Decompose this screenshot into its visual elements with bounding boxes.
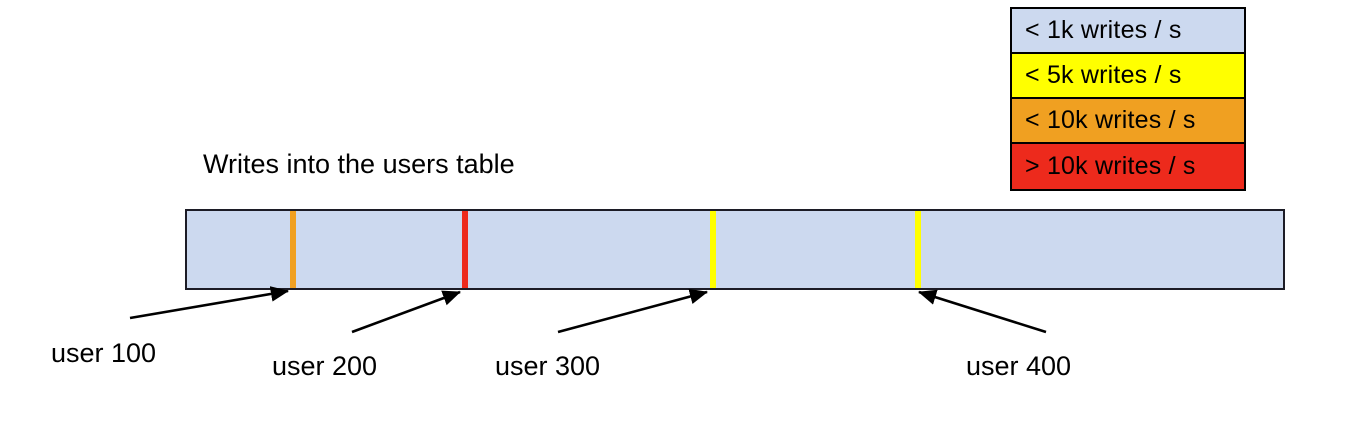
legend-label-10k-over: > 10k writes / s <box>1025 152 1196 180</box>
chart-title: Writes into the users table <box>203 149 515 179</box>
legend-label-1k: < 1k writes / s <box>1025 16 1182 44</box>
callout-arrow-user-100 <box>129 286 290 320</box>
bar-marker-user-200 <box>462 211 468 288</box>
legend-row-10k-under: < 10k writes / s <box>1012 99 1244 144</box>
legend-label-5k: < 5k writes / s <box>1025 61 1182 89</box>
legend-row-1k: < 1k writes / s <box>1012 9 1244 54</box>
callout-arrow-user-400 <box>918 289 1047 334</box>
bar-marker-user-300 <box>710 211 716 288</box>
legend-label-10k-under: < 10k writes / s <box>1025 106 1196 134</box>
callout-arrow-user-200 <box>351 290 461 334</box>
legend: < 1k writes / s < 5k writes / s < 10k wr… <box>1010 7 1246 191</box>
callout-arrow-user-300 <box>557 288 709 334</box>
callout-label-user-400: user 400 <box>966 351 1072 381</box>
legend-row-10k-over: > 10k writes / s <box>1012 144 1244 189</box>
callout-label-user-200: user 200 <box>272 351 378 381</box>
bar-marker-user-400 <box>915 211 921 288</box>
bar-marker-user-100 <box>290 211 296 288</box>
callout-label-user-100: user 100 <box>51 338 157 368</box>
callout-label-user-300: user 300 <box>495 351 601 381</box>
legend-row-5k: < 5k writes / s <box>1012 54 1244 99</box>
users-table-bar <box>185 209 1285 290</box>
